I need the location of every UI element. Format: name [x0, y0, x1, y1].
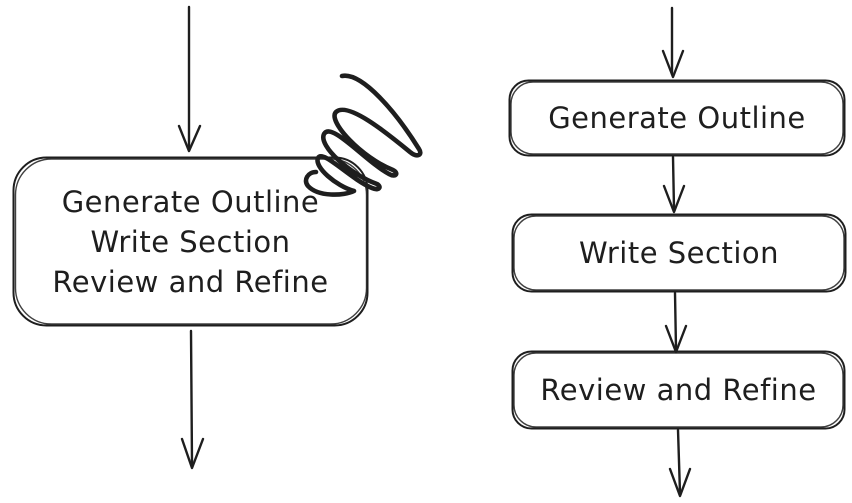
- right-incoming-arrow: [661, 6, 685, 79]
- right-box-2: [511, 213, 847, 293]
- right-box-2-label: Write Section: [512, 214, 846, 292]
- right-box-3-label: Review and Refine: [512, 351, 845, 429]
- right-box-1-label: Generate Outline: [509, 80, 845, 156]
- right-arrow-1-2: [662, 155, 686, 214]
- right-box-3: [511, 350, 846, 430]
- left-combined-box: [12, 156, 369, 327]
- left-outgoing-arrow: [180, 329, 205, 470]
- right-box-2-text: Write Section: [578, 236, 780, 270]
- left-box-line-3: Review and Refine: [52, 264, 329, 299]
- right-outgoing-arrow: [668, 428, 692, 498]
- left-box-line-2: Write Section: [90, 224, 291, 259]
- left-incoming-arrow: [177, 5, 202, 153]
- left-box-line-1: Generate Outline: [61, 184, 320, 219]
- right-box-3-text: Review and Refine: [540, 373, 817, 407]
- right-box-1: [508, 79, 846, 157]
- scratch-out-scribble-icon: [303, 73, 423, 197]
- right-arrow-2-3: [664, 291, 688, 354]
- left-combined-box-label: Generate Outline Write Section Review an…: [13, 157, 368, 326]
- right-box-1-text: Generate Outline: [548, 101, 806, 135]
